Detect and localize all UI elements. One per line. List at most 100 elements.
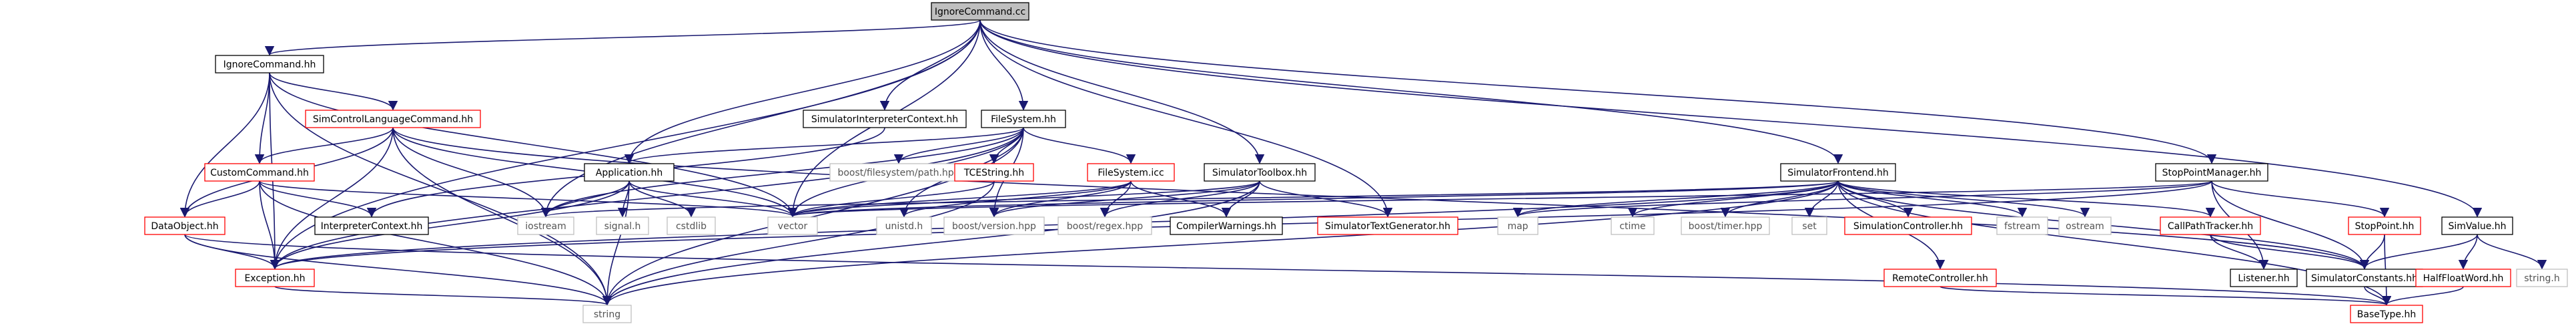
node-map: map: [1497, 216, 1539, 235]
node-label: SimulatorFrontend.hh: [1787, 168, 1889, 178]
edge-stoppointmanager-hh-to-map: [1513, 180, 2212, 218]
node-box: [1780, 163, 1896, 182]
node-box: [204, 163, 315, 182]
node-label: ctime: [1619, 221, 1645, 232]
node-customcommand-hh[interactable]: CustomCommand.hh: [204, 163, 315, 182]
edge-application-hh-to-iostream: [540, 180, 630, 218]
node-label: RemoteController.hh: [1892, 273, 1988, 284]
node-boost-regex-hpp: boost/regex.hpp: [1057, 216, 1152, 235]
edge-ignorecommand-cc-to-stoppointmanager-hh: [979, 19, 2216, 164]
node-box: [2441, 216, 2513, 235]
edge-ignorecommand-cc-to-simulatorfrontend-hh: [979, 19, 1843, 164]
node-label: SimValue.hh: [2448, 221, 2506, 232]
node-simulatortextgenerator-hh[interactable]: SimulatorTextGenerator.hh: [1317, 216, 1458, 235]
edge-simulatorfrontend-hh-to-callpathtracker-hh: [1837, 180, 2215, 218]
edge-customcommand-hh-to-string: [259, 180, 612, 306]
edge-filesystem-icc-to-boost-version-hpp: [989, 180, 1132, 218]
node-label: SimulatorConstants.hh: [2311, 273, 2418, 284]
node-ignorecommand-hh[interactable]: IgnoreCommand.hh: [215, 55, 324, 73]
node-label: IgnoreCommand.hh: [224, 59, 316, 70]
node-simcontrollanguagecommand-hh[interactable]: SimControlLanguageCommand.hh: [305, 110, 481, 128]
node-box: [876, 216, 932, 235]
node-filesystem-hh[interactable]: FileSystem.hh: [981, 110, 1066, 128]
edge-simcontrollanguagecommand-hh-to-iostream: [392, 127, 551, 218]
edge-simulatorfrontend-hh-to-vector: [788, 180, 1839, 218]
node-label: BaseType.hh: [2357, 309, 2416, 320]
node-exception-hh[interactable]: Exception.hh: [235, 269, 315, 287]
node-box: [1497, 216, 1539, 235]
node-label: TCEString.hh: [963, 168, 1024, 178]
node-cstdlib: cstdlib: [667, 216, 716, 235]
node-box: [1791, 216, 1827, 235]
node-box: [2155, 163, 2268, 182]
node-string: string: [582, 305, 632, 323]
edge-simulatorfrontend-hh-to-map: [1513, 180, 1839, 218]
node-simvalue-hh[interactable]: SimValue.hh: [2441, 216, 2513, 235]
node-label: IgnoreCommand.cc: [935, 7, 1025, 17]
edge-simulatorfrontend-hh-to-set: [1804, 180, 1839, 218]
node-box: [981, 110, 1066, 128]
node-stoppoint-hh[interactable]: StopPoint.hh: [2348, 216, 2421, 235]
edge-stoppointmanager-hh-to-stoppoint-hh: [2211, 180, 2390, 218]
node-simulatorconstants-hh[interactable]: SimulatorConstants.hh: [2306, 269, 2423, 287]
node-simulatorinterpretercontext-hh[interactable]: SimulatorInterpreterContext.hh: [803, 110, 967, 128]
node-basetype-hh[interactable]: BaseType.hh: [2350, 305, 2423, 323]
node-string-h: string.h: [2516, 269, 2568, 287]
node-halffloatword-hh[interactable]: HalfFloatWord.hh: [2415, 269, 2511, 287]
node-label: DataObject.hh: [151, 221, 218, 232]
node-box: [1204, 163, 1316, 182]
nodes-layer: IgnoreCommand.ccIgnoreCommand.hhSimContr…: [144, 2, 2568, 323]
node-remotecontroller-hh[interactable]: RemoteController.hh: [1883, 269, 1997, 287]
node-label: string: [594, 309, 620, 320]
node-simulatorfrontend-hh[interactable]: SimulatorFrontend.hh: [1780, 163, 1896, 182]
edge-application-hh-to-cstdlib: [628, 180, 697, 218]
node-box: [1317, 216, 1458, 235]
node-callpathtracker-hh[interactable]: CallPathTracker.hh: [2160, 216, 2261, 235]
node-box: [2058, 216, 2112, 235]
node-ignorecommand-cc[interactable]: IgnoreCommand.cc: [931, 2, 1029, 21]
edge-ignorecommand-cc-to-simulatortoolbox-hh: [979, 19, 1265, 164]
node-label: FileSystem.icc: [1098, 168, 1164, 178]
node-box: [2306, 269, 2423, 287]
node-simulatortoolbox-hh[interactable]: SimulatorToolbox.hh: [1204, 163, 1316, 182]
edge-filesystem-hh-to-application-hh: [624, 127, 1024, 164]
node-stoppointmanager-hh[interactable]: StopPointManager.hh: [2155, 163, 2268, 182]
edge-customcommand-hh-to-exception-hh: [259, 180, 280, 270]
node-application-hh[interactable]: Application.hh: [584, 163, 675, 182]
edge-ignorecommand-cc-to-simulatorinterpretercontext-hh: [879, 19, 981, 111]
node-box: [305, 110, 481, 128]
edge-stoppoint-hh-to-simulatorconstants-hh: [2359, 234, 2385, 270]
node-label: SimulationController.hh: [1853, 221, 1963, 232]
node-filesystem-icc[interactable]: FileSystem.icc: [1087, 163, 1175, 182]
node-listener-hh[interactable]: Listener.hh: [2230, 269, 2298, 287]
node-interpretercontext-hh[interactable]: InterpreterContext.hh: [314, 216, 429, 235]
node-label: iostream: [525, 221, 566, 232]
node-label: CustomCommand.hh: [210, 168, 309, 178]
node-dataobject-hh[interactable]: DataObject.hh: [144, 216, 226, 235]
edge-filesystem-hh-to-exception-hh: [270, 127, 1024, 270]
edge-customcommand-hh-to-interpretercontext-hh: [259, 180, 377, 218]
node-box: [667, 216, 716, 235]
node-compilerwarnings-hh[interactable]: CompilerWarnings.hh: [1170, 216, 1283, 235]
edge-simvalue-hh-to-halffloatword-hh: [2458, 234, 2478, 270]
edge-callpathtracker-hh-to-simulatorconstants-hh: [2210, 234, 2370, 270]
edge-filesystem-hh-to-filesystem-icc: [1023, 127, 1136, 164]
node-box: [235, 269, 315, 287]
edge-simulatortoolbox-hh-to-boost-version-hpp: [989, 180, 1260, 218]
node-label: SimulatorTextGenerator.hh: [1325, 221, 1450, 232]
edge-simvalue-hh-to-string-h: [2477, 234, 2547, 270]
node-label: Application.hh: [596, 168, 663, 178]
node-label: CompilerWarnings.hh: [1176, 221, 1276, 232]
edge-filesystem-hh-to-boost-filesystem-path-hpp: [893, 127, 1024, 164]
node-box: [954, 163, 1034, 182]
edge-callpathtracker-hh-to-listener-hh: [2210, 234, 2269, 270]
node-box: [2415, 269, 2511, 287]
edge-simcontrollanguagecommand-hh-to-customcommand-hh: [254, 127, 394, 164]
node-label: StopPointManager.hh: [2162, 168, 2262, 178]
node-label: SimulatorToolbox.hh: [1212, 168, 1307, 178]
node-box: [2160, 216, 2261, 235]
node-signal-h: signal.h: [596, 216, 649, 235]
node-simulationcontroller-hh[interactable]: SimulationController.hh: [1844, 216, 1972, 235]
edge-remotecontroller-hh-to-basetype-hh: [1940, 286, 2391, 306]
node-tcestring-hh[interactable]: TCEString.hh: [954, 163, 1034, 182]
